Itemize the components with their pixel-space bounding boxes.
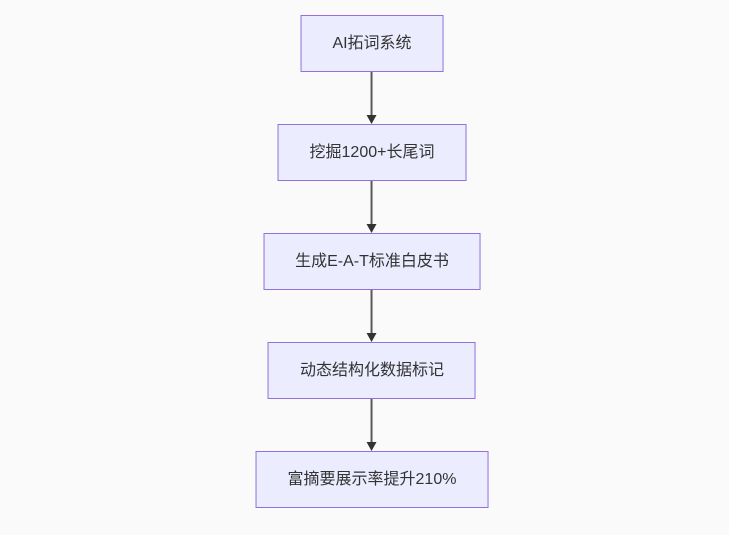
flow-node-longtail-mining: 挖掘1200+长尾词	[277, 124, 467, 181]
flow-arrow-connector	[367, 290, 377, 342]
flowchart: AI拓词系统 挖掘1200+长尾词 生成E-A-T标准白皮书 动态结构化数据标记	[255, 15, 489, 508]
flow-node-label: 生成E-A-T标准白皮书	[295, 253, 449, 270]
flow-node-label: 动态结构化数据标记	[299, 362, 444, 379]
arrow-line	[371, 290, 373, 333]
arrow-down-icon	[367, 333, 377, 342]
arrow-down-icon	[367, 115, 377, 124]
arrow-down-icon	[367, 442, 377, 451]
flow-node-eat-whitepaper: 生成E-A-T标准白皮书	[263, 233, 481, 290]
flow-node-label: AI拓词系统	[332, 35, 412, 52]
arrow-line	[371, 181, 373, 224]
flow-arrow-connector	[367, 72, 377, 124]
flow-arrow-connector	[367, 181, 377, 233]
flow-node-ai-keyword-system: AI拓词系统	[300, 15, 444, 72]
flow-node-label: 挖掘1200+长尾词	[309, 144, 435, 161]
arrow-down-icon	[367, 224, 377, 233]
flow-node-rich-snippet-result: 富摘要展示率提升210%	[255, 451, 489, 508]
flow-node-label: 富摘要展示率提升210%	[287, 471, 457, 488]
flow-node-structured-data-markup: 动态结构化数据标记	[267, 342, 476, 399]
arrow-line	[371, 399, 373, 442]
flow-arrow-connector	[367, 399, 377, 451]
arrow-line	[371, 72, 373, 115]
